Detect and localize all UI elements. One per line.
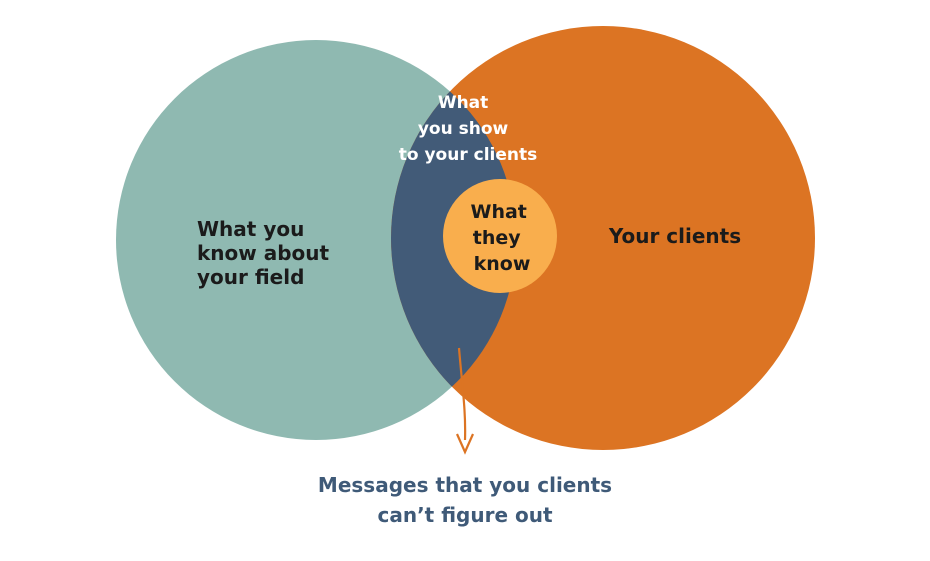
right-circle-label: Your clients — [608, 224, 741, 248]
center-circle — [443, 179, 557, 293]
right-circle — [391, 26, 815, 450]
pointer-arrow-line — [457, 347, 467, 441]
caption-line: Messages that you clients — [317, 473, 613, 497]
center-label: What they know — [470, 201, 533, 275]
center-label-line: What — [470, 201, 526, 223]
overlap-label: What you show to your clients — [399, 93, 538, 165]
overlap-label-line: to your clients — [399, 145, 538, 165]
arrow-head-icon — [455, 433, 475, 455]
center-label-line: they — [473, 227, 521, 249]
overlap-label-line: you show — [418, 119, 509, 139]
left-label-line: What you — [197, 217, 304, 241]
center-label-line: know — [474, 253, 531, 275]
left-label-line: your field — [197, 265, 304, 289]
bottom-caption: Messages that you clients can’t figure o… — [215, 470, 715, 530]
caption-line: can’t figure out — [377, 503, 553, 527]
left-label-line: know about — [197, 241, 330, 265]
overlap-label-line: What — [438, 93, 488, 113]
left-circle-label: What you know about your field — [197, 217, 336, 289]
